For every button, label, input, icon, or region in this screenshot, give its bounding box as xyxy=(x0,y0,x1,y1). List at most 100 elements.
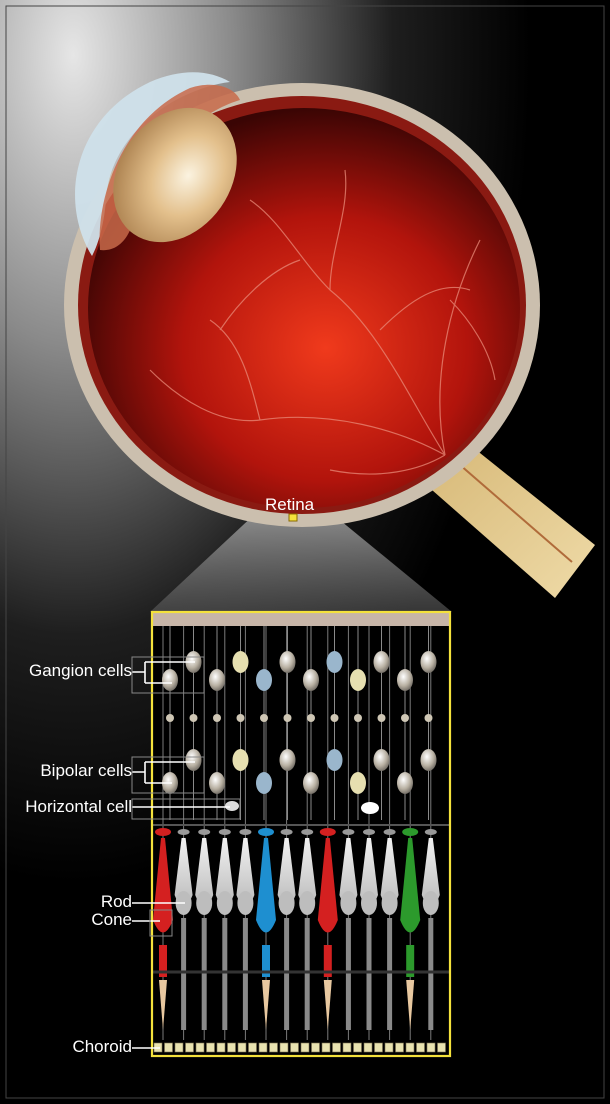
choroid-cell xyxy=(406,1043,414,1052)
cone-nucleus xyxy=(401,902,419,928)
synapse-node xyxy=(307,714,315,722)
choroid-cell xyxy=(270,1043,278,1052)
cone-nucleus xyxy=(257,902,275,928)
rod-spherule xyxy=(342,829,354,835)
bipolar-cell-body xyxy=(327,749,343,771)
rod-spherule xyxy=(301,829,313,835)
ganglion-cell-body xyxy=(233,651,249,673)
bipolar-cell-body xyxy=(209,772,225,794)
choroid-cell xyxy=(238,1043,246,1052)
bipolar-cell-body xyxy=(280,749,296,771)
rod-nucleus xyxy=(299,891,315,915)
synapse-node xyxy=(166,714,174,722)
choroid-cell xyxy=(396,1043,404,1052)
rod-spherule xyxy=(425,829,437,835)
bipolar-cell-body xyxy=(186,749,202,771)
bipolar-cells-label: Bipolar cells xyxy=(10,761,132,781)
ganglion-cell-body xyxy=(374,651,390,673)
choroid-cell xyxy=(364,1043,372,1052)
rod-outer-segment xyxy=(387,918,392,1030)
ganglion-cell-body xyxy=(397,669,413,691)
bipolar-cell-body xyxy=(350,772,366,794)
choroid-cell xyxy=(207,1043,215,1052)
bipolar-cell-body xyxy=(397,772,413,794)
horizontal-cell-body xyxy=(361,802,379,814)
ganglion-cell-body xyxy=(327,651,343,673)
rod-nucleus xyxy=(423,891,439,915)
choroid-cell xyxy=(354,1043,362,1052)
rod-nucleus xyxy=(217,891,233,915)
choroid-cell xyxy=(259,1043,267,1052)
ganglion-cell-body xyxy=(209,669,225,691)
rod-spherule xyxy=(384,829,396,835)
choroid-cell xyxy=(196,1043,204,1052)
ganglion-cell-body xyxy=(162,669,178,691)
choroid-cell xyxy=(280,1043,288,1052)
choroid-cell xyxy=(322,1043,330,1052)
synapse-node xyxy=(354,714,362,722)
synapse-node xyxy=(378,714,386,722)
synapse-node xyxy=(331,714,339,722)
cone-pedicle xyxy=(320,828,336,836)
choroid-cell xyxy=(333,1043,341,1052)
rod-spherule xyxy=(239,829,251,835)
cone-pedicle xyxy=(155,828,171,836)
synapse-node xyxy=(401,714,409,722)
ganglion-cell-body xyxy=(350,669,366,691)
rod-outer-segment xyxy=(202,918,207,1030)
ganglion-cell-body xyxy=(303,669,319,691)
retina-marker-icon xyxy=(289,514,297,521)
bipolar-cell-body xyxy=(303,772,319,794)
choroid-cell xyxy=(291,1043,299,1052)
rod-nucleus xyxy=(196,891,212,915)
retina-label: Retina xyxy=(265,495,314,515)
choroid-cell xyxy=(165,1043,173,1052)
choroid-cell xyxy=(228,1043,236,1052)
rod-nucleus xyxy=(382,891,398,915)
rod-spherule xyxy=(281,829,293,835)
choroid-cell xyxy=(385,1043,393,1052)
cone-pedicle xyxy=(402,828,418,836)
ganglion-cell-body xyxy=(280,651,296,673)
synapse-node xyxy=(190,714,198,722)
ganglion-cell-body xyxy=(421,651,437,673)
choroid-cell xyxy=(343,1043,351,1052)
rod-nucleus xyxy=(340,891,356,915)
synapse-node xyxy=(425,714,433,722)
choroid-cell xyxy=(375,1043,383,1052)
rod-spherule xyxy=(363,829,375,835)
choroid-cell xyxy=(438,1043,446,1052)
synapse-node xyxy=(284,714,292,722)
choroid-cell xyxy=(417,1043,425,1052)
horizontal-cell-label: Horizontal cell xyxy=(6,797,132,817)
choroid-cell xyxy=(186,1043,194,1052)
synapse-node xyxy=(260,714,268,722)
choroid-cell xyxy=(175,1043,183,1052)
rod-nucleus xyxy=(237,891,253,915)
rod-spherule xyxy=(219,829,231,835)
bipolar-cell-body xyxy=(233,749,249,771)
synapse-node xyxy=(237,714,245,722)
cone-label: Cone xyxy=(10,910,132,930)
choroid-label: Choroid xyxy=(10,1037,132,1057)
choroid-cell xyxy=(312,1043,320,1052)
rod-nucleus xyxy=(361,891,377,915)
rod-outer-segment xyxy=(284,918,289,1030)
rod-outer-segment xyxy=(243,918,248,1030)
choroid-cell xyxy=(427,1043,435,1052)
gangion-cells-label: Gangion cells xyxy=(10,661,132,681)
ganglion-cell-body xyxy=(256,669,272,691)
rod-outer-segment xyxy=(346,918,351,1030)
bipolar-cell-body xyxy=(374,749,390,771)
rod-outer-segment xyxy=(428,918,433,1030)
choroid-cell xyxy=(217,1043,225,1052)
synapse-node xyxy=(213,714,221,722)
cone-nucleus xyxy=(319,902,337,928)
horizontal-cell-body xyxy=(225,801,239,811)
rod-spherule xyxy=(178,829,190,835)
cone-pedicle xyxy=(258,828,274,836)
retina-panel xyxy=(152,612,450,1056)
rod-outer-segment xyxy=(222,918,227,1030)
